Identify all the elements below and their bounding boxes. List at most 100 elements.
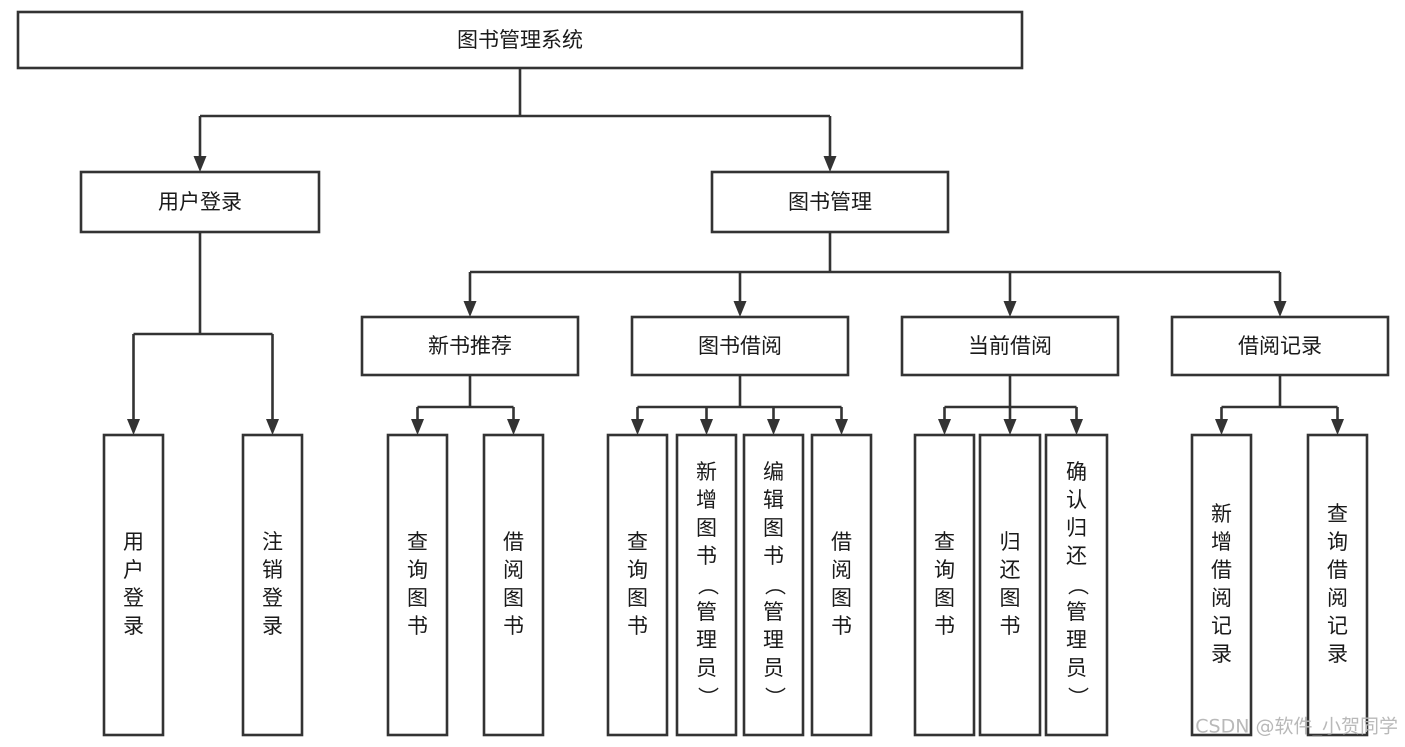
arrow-head-icon: [631, 419, 644, 435]
node-layer: 图书管理系统用户登录图书管理新书推荐图书借阅当前借阅借阅记录用户登录注销登录查询…: [16, 10, 1390, 737]
connector-group-borrow-record: [1215, 375, 1344, 435]
node-box[interactable]: [913, 433, 976, 737]
node-box[interactable]: [810, 433, 873, 737]
node-box[interactable]: [241, 433, 304, 737]
node-label-char: 认: [1066, 488, 1087, 512]
node-label-char: 询: [934, 558, 955, 582]
node-label-char: 图: [407, 586, 428, 610]
node-label: 图书管理系统: [457, 28, 583, 52]
node-label-char: 图: [696, 516, 717, 540]
node-label-char: 还: [1066, 544, 1087, 568]
node-label-char: 登: [262, 586, 283, 610]
node-box[interactable]: [742, 433, 805, 737]
node-label-char: 户: [123, 558, 144, 582]
node-box[interactable]: [1044, 433, 1109, 737]
node-label: 图书借阅: [698, 334, 782, 358]
node-box[interactable]: [606, 433, 669, 737]
node-box[interactable]: [710, 170, 950, 234]
node-box[interactable]: [102, 433, 165, 737]
node-box[interactable]: [1170, 315, 1390, 377]
node-root[interactable]: 图书管理系统: [16, 10, 1024, 70]
node-box[interactable]: [900, 315, 1120, 377]
node-label: 用户登录: [123, 530, 144, 638]
node-label-char: 理: [696, 628, 717, 652]
node-box[interactable]: [1190, 433, 1253, 737]
node-box[interactable]: [386, 433, 449, 737]
node-label-char: 阅: [831, 558, 852, 582]
node-label-char: 编: [763, 460, 784, 484]
node-box[interactable]: [1306, 433, 1369, 737]
node-borrow-record[interactable]: 借阅记录: [1170, 315, 1390, 377]
arrow-head-icon: [411, 419, 424, 435]
node-box[interactable]: [630, 315, 850, 377]
arrow-head-icon: [733, 301, 747, 317]
node-label-char: 增: [1211, 530, 1232, 554]
node-label-char: 书: [696, 544, 717, 568]
arrow-head-icon: [938, 419, 951, 435]
node-current-borrow[interactable]: 当前借阅: [900, 315, 1120, 377]
node-leaf-user-login[interactable]: 用户登录: [102, 433, 165, 737]
node-label-char: 询: [627, 558, 648, 582]
node-box[interactable]: [79, 170, 321, 234]
connector-group-current-borrow: [938, 375, 1083, 435]
node-label-char: 还: [1000, 558, 1021, 582]
node-label-char: 书: [831, 614, 852, 638]
connector-group-book-borrow: [631, 375, 848, 435]
node-label-char: 员: [1066, 656, 1087, 680]
node-book-borrow[interactable]: 图书借阅: [630, 315, 850, 377]
node-label-char: 阅: [503, 558, 524, 582]
connector-layer: [127, 68, 1344, 435]
csdn-watermark: CSDN @软件_小贺同学: [1195, 716, 1398, 738]
node-label-char: 理: [1066, 628, 1087, 652]
node-box[interactable]: [978, 433, 1042, 737]
connector-group-root: [193, 68, 837, 172]
node-label-char: 书: [934, 614, 955, 638]
node-label-char: 录: [1327, 642, 1348, 666]
arrow-head-icon: [193, 156, 207, 172]
arrow-head-icon: [463, 301, 477, 317]
node-label-char: 借: [503, 530, 524, 554]
node-label-char: （: [1066, 575, 1090, 596]
node-book-manage[interactable]: 图书管理: [710, 170, 950, 234]
node-label-char: 理: [763, 628, 784, 652]
node-label-char: ）: [1066, 687, 1090, 708]
node-box[interactable]: [360, 315, 580, 377]
node-label-char: 销: [262, 558, 283, 582]
node-label-char: 书: [1000, 614, 1021, 638]
node-box[interactable]: [482, 433, 545, 737]
node-label-char: ）: [696, 687, 720, 708]
node-label-char: 查: [407, 530, 428, 554]
node-label-char: 图: [503, 586, 524, 610]
node-box[interactable]: [16, 10, 1024, 70]
node-label-char: 员: [763, 656, 784, 680]
node-label-char: 新: [1211, 502, 1232, 526]
node-label-char: 确: [1066, 460, 1087, 484]
arrow-head-icon: [767, 419, 780, 435]
node-new-book-rec[interactable]: 新书推荐: [360, 315, 580, 377]
node-box[interactable]: [675, 433, 738, 737]
connector-group-user-login: [127, 232, 279, 435]
node-label-char: ）: [763, 687, 787, 708]
node-label-char: 查: [934, 530, 955, 554]
node-label-char: 记: [1211, 614, 1232, 638]
connector-group-new-book-rec: [411, 375, 520, 435]
node-user-login[interactable]: 用户登录: [79, 170, 321, 234]
node-label-char: 书: [407, 614, 428, 638]
